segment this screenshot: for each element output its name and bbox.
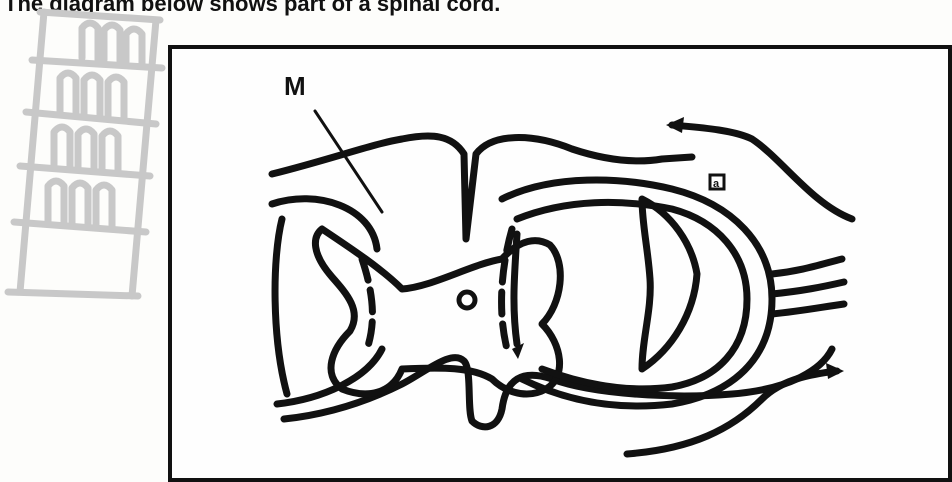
cord-outline	[272, 136, 692, 239]
dashed-arc	[502, 229, 512, 349]
arrowhead-top	[666, 117, 684, 133]
tower-watermark	[0, 0, 175, 310]
grey-matter	[315, 229, 560, 394]
central-canal	[459, 292, 475, 308]
arrow-top	[672, 125, 852, 219]
label-small: a	[713, 178, 720, 190]
arrow-inner	[514, 234, 517, 344]
dorsal-root-ganglion	[642, 199, 697, 369]
arrowhead-bottom	[826, 363, 844, 379]
label-m: M	[284, 71, 306, 101]
dashed-arc-2	[362, 259, 372, 349]
spinal-nerve	[772, 259, 844, 314]
ring-right-inner	[517, 202, 747, 388]
spinal-cord-diagram: M a	[172, 49, 948, 478]
white-matter-arc-left	[275, 219, 287, 394]
diagram-frame: M a	[168, 45, 952, 482]
